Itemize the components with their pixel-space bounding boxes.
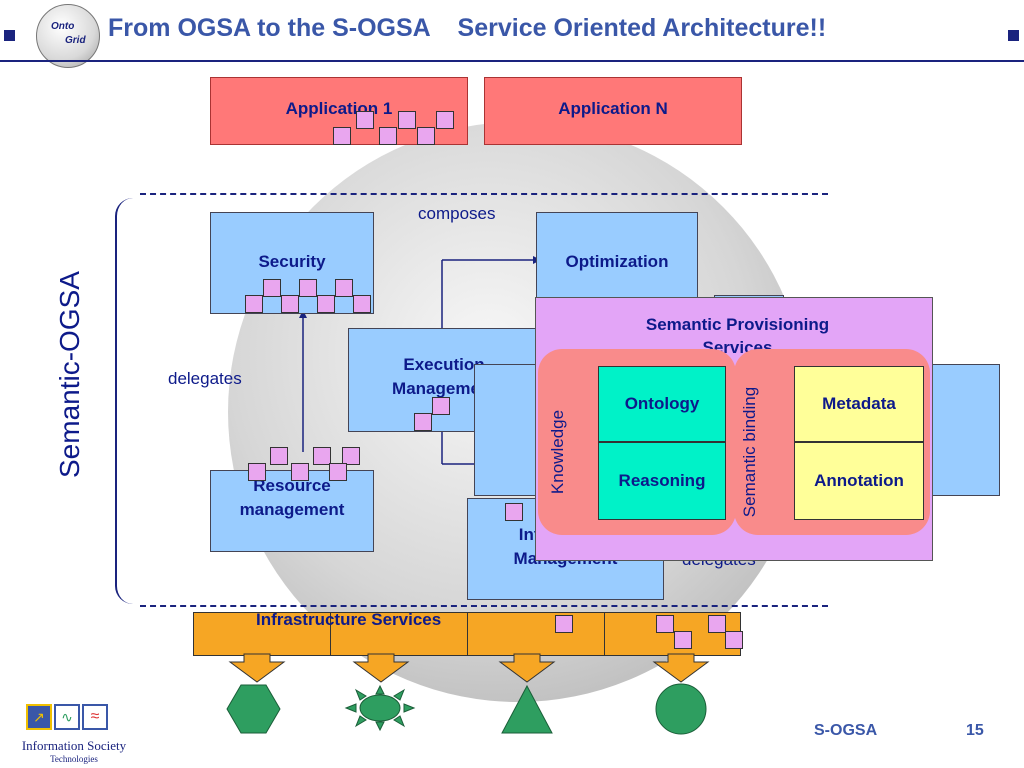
port-square	[356, 111, 374, 129]
port-square	[398, 111, 416, 129]
ist-logo-tile-approx: ≈	[82, 704, 108, 730]
header-bullet-right	[1008, 30, 1019, 41]
metadata-component: Metadata	[794, 366, 924, 442]
composes-label: composes	[418, 204, 496, 223]
annotation-component: Annotation	[794, 442, 924, 520]
resource-label-line2: management	[239, 500, 345, 519]
port-square	[317, 295, 335, 313]
down-arrow-icon	[652, 653, 710, 683]
port-square	[725, 631, 743, 649]
semantic-ogsa-top-boundary	[140, 193, 828, 195]
title-underline	[0, 60, 1024, 62]
ist-logo-line2: Technologies	[50, 754, 98, 764]
header-bullet-left	[4, 30, 15, 41]
application-n-box: Application N	[484, 77, 742, 145]
execution-label-line1: Execution	[403, 355, 485, 374]
ontology-component: Ontology	[598, 366, 726, 442]
port-square	[432, 397, 450, 415]
application-n-label: Application N	[558, 99, 668, 118]
optimization-label: Optimization	[565, 252, 669, 271]
security-label: Security	[258, 252, 326, 271]
triangle-icon	[501, 684, 553, 734]
semantic-ogsa-bottom-boundary	[140, 605, 828, 607]
infra-divider	[467, 613, 468, 655]
port-square	[436, 111, 454, 129]
ontogrid-logo: Onto Grid	[36, 4, 100, 68]
port-square	[329, 463, 347, 481]
semantic-ogsa-brace	[115, 198, 133, 604]
ist-logo-tile-wave: ∿	[54, 704, 80, 730]
port-square	[353, 295, 371, 313]
port-square	[335, 279, 353, 297]
hexagon-icon	[226, 684, 281, 734]
optimization-service: Optimization	[536, 212, 698, 300]
port-square	[414, 413, 432, 431]
delegates-label-left: delegates	[168, 369, 242, 388]
ontogrid-logo-text-1: Onto	[51, 21, 75, 32]
port-square	[342, 447, 360, 465]
down-arrow-icon	[228, 653, 286, 683]
ontogrid-logo-text-2: Grid	[65, 35, 86, 46]
sun-icon	[344, 684, 416, 732]
slide-title: From OGSA to the S-OGSA Service Oriented…	[108, 14, 827, 42]
infra-divider	[604, 613, 605, 655]
resource-management-service: Resource management	[210, 470, 374, 552]
port-square	[299, 279, 317, 297]
ist-logo-tile-arrow: ↗	[26, 704, 52, 730]
port-square	[248, 463, 266, 481]
port-square	[281, 295, 299, 313]
ist-logo-line1: Information Society	[21, 738, 127, 753]
ist-logo: ↗ ∿ ≈ Information Society Technologies	[4, 700, 144, 766]
port-square	[674, 631, 692, 649]
port-square	[245, 295, 263, 313]
down-arrow-icon	[498, 653, 556, 683]
port-square	[263, 279, 281, 297]
page-number: 15	[966, 722, 984, 739]
infrastructure-services-bar	[193, 612, 741, 656]
infrastructure-services-label: Infrastructure Services	[256, 610, 442, 629]
circle-icon	[655, 683, 707, 735]
port-square	[379, 127, 397, 145]
port-square	[270, 447, 288, 465]
infra-divider	[330, 613, 331, 655]
down-arrow-icon	[352, 653, 410, 683]
port-square	[417, 127, 435, 145]
port-square	[656, 615, 674, 633]
port-square	[291, 463, 309, 481]
port-square	[313, 447, 331, 465]
port-square	[555, 615, 573, 633]
port-square	[333, 127, 351, 145]
semantic-provisioning-title-line1: Semantic Provisioning	[645, 315, 830, 334]
port-square	[505, 503, 523, 521]
footer-label: S-OGSA	[814, 722, 878, 739]
reasoning-component: Reasoning	[598, 442, 726, 520]
resource-label-line1: Resource	[253, 476, 331, 495]
port-square	[708, 615, 726, 633]
execution-label-line2: Management	[392, 379, 496, 398]
